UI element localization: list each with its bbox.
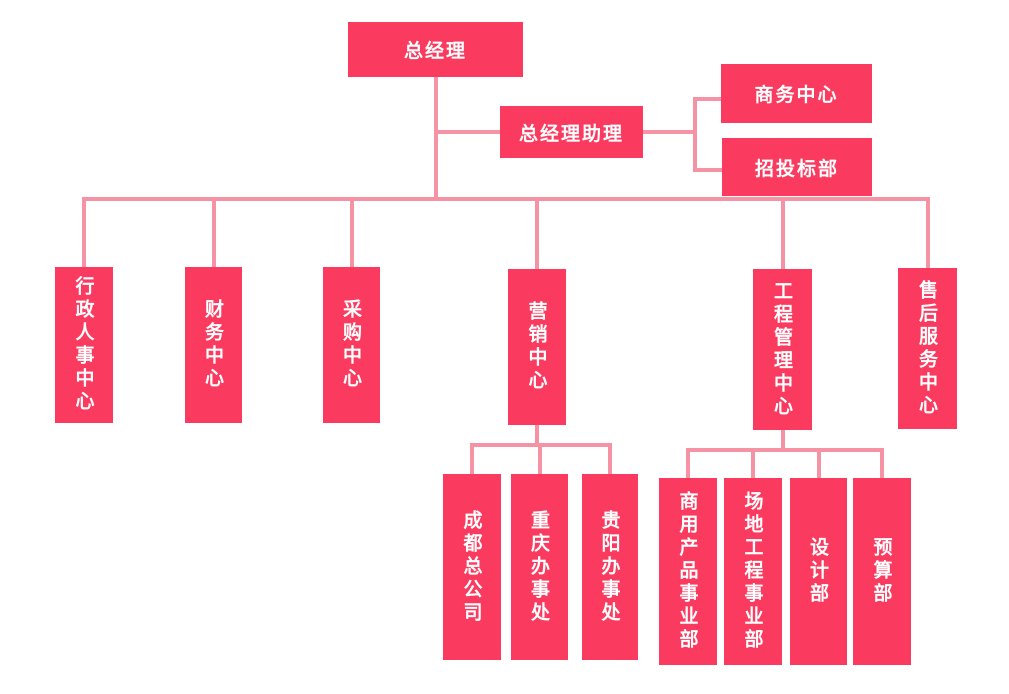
connector-drop-finance — [212, 197, 216, 267]
node-label: 财务中心 — [202, 299, 224, 391]
node-label: 场地工程事业部 — [741, 491, 764, 652]
node-label: 招投标部 — [754, 157, 839, 180]
node-label: 总经理助理 — [518, 122, 624, 145]
connector-assistant-left — [436, 130, 500, 134]
connector-drop-admin-hr — [82, 197, 86, 267]
connector-stub-guiyang — [608, 443, 612, 474]
node-general-manager[interactable]: 总经理 — [348, 22, 523, 77]
node-admin-hr-center[interactable]: 行政人事中心 — [55, 267, 113, 423]
node-label: 成都总公司 — [460, 509, 483, 625]
node-engineering-center[interactable]: 工程管理中心 — [753, 269, 812, 430]
node-gm-assistant[interactable]: 总经理助理 — [500, 106, 643, 158]
connector-stub-commercial — [686, 448, 690, 478]
connector-stub-bidding — [693, 168, 722, 172]
node-label: 工程管理中心 — [771, 280, 793, 419]
connector-engineering-bracket — [686, 448, 884, 452]
node-bidding-dept[interactable]: 招投标部 — [722, 138, 872, 196]
node-label: 贵阳办事处 — [598, 509, 621, 625]
node-label: 总经理 — [403, 40, 467, 62]
connector-stub-chengdu — [470, 443, 474, 474]
node-label: 营销中心 — [525, 301, 548, 393]
node-chengdu-hq[interactable]: 成都总公司 — [443, 474, 501, 660]
connector-root-drop — [434, 77, 438, 201]
node-commercial-products-division[interactable]: 商用产品事业部 — [659, 478, 717, 665]
node-label: 采购中心 — [340, 299, 362, 391]
connector-drop-procurement — [350, 197, 354, 267]
node-business-center[interactable]: 商务中心 — [721, 64, 872, 123]
node-marketing-center[interactable]: 营销中心 — [508, 269, 566, 425]
node-label: 重庆办事处 — [528, 509, 550, 625]
node-label: 商用产品事业部 — [676, 491, 699, 652]
node-label: 预算部 — [870, 537, 893, 606]
connector-drop-engineering — [781, 197, 785, 269]
connector-assistant-bracket — [693, 97, 697, 172]
node-site-engineering-division[interactable]: 场地工程事业部 — [724, 478, 782, 665]
node-label: 设计部 — [807, 537, 829, 606]
connector-engineering-drop — [781, 430, 785, 452]
node-budget-dept[interactable]: 预算部 — [853, 478, 911, 665]
node-label: 商务中心 — [754, 84, 839, 106]
node-aftersales-center[interactable]: 售后服务中心 — [898, 268, 957, 429]
connector-stub-site-eng — [751, 448, 755, 478]
node-label: 售后服务中心 — [916, 279, 938, 418]
connector-stub-budget — [880, 448, 884, 478]
connector-stub-chongqing — [538, 443, 542, 474]
node-design-dept[interactable]: 设计部 — [790, 478, 847, 665]
connector-assistant-right — [643, 130, 697, 134]
connector-main-spine — [82, 197, 930, 201]
node-procurement-center[interactable]: 采购中心 — [323, 267, 380, 423]
node-chongqing-office[interactable]: 重庆办事处 — [511, 474, 568, 660]
connector-stub-design — [817, 448, 821, 478]
connector-stub-business — [693, 97, 721, 101]
node-guiyang-office[interactable]: 贵阳办事处 — [582, 474, 638, 660]
node-label: 行政人事中心 — [72, 276, 95, 414]
connector-drop-aftersales — [926, 197, 930, 268]
connector-marketing-drop — [535, 425, 539, 447]
node-finance-center[interactable]: 财务中心 — [185, 267, 242, 423]
connector-drop-marketing — [535, 197, 539, 269]
